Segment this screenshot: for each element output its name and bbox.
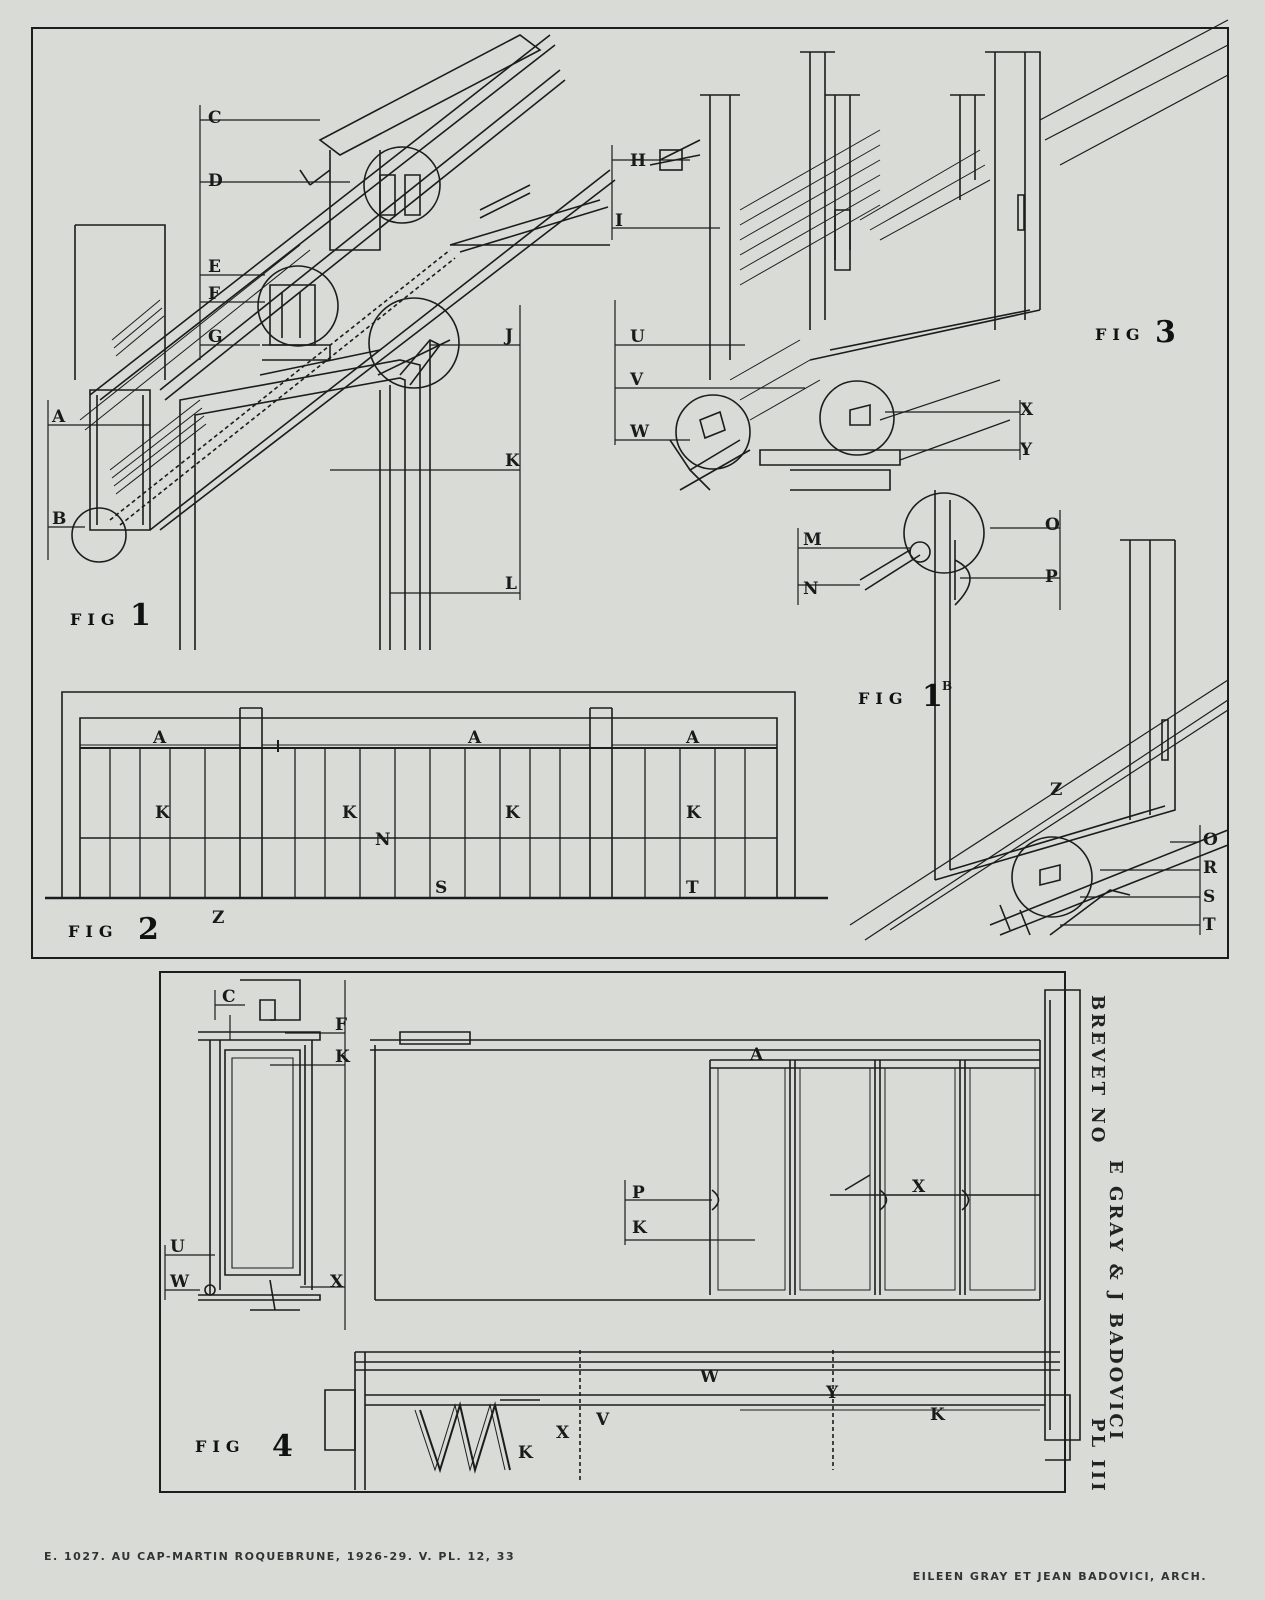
label-fig1b-R: R <box>1203 858 1218 878</box>
label-fig2-K2: K <box>342 803 358 823</box>
fig1b-labels: M N O P Z O R S T FIG 1 B <box>803 515 1218 935</box>
label-fig4-K-plan1: K <box>518 1443 534 1463</box>
plate-number-stencil: PL III <box>1087 1418 1108 1494</box>
fig2-drawing <box>45 691 828 900</box>
label-fig2-A3: A <box>685 728 700 748</box>
fig3-title: FIG <box>1095 325 1146 344</box>
label-fig1-F: F <box>208 284 220 304</box>
label-fig1-C: C <box>208 108 222 128</box>
label-fig1-D: D <box>208 171 223 191</box>
label-fig4-W: W <box>169 1272 190 1292</box>
label-fig2-K3: K <box>505 803 521 823</box>
label-fig4-C: C <box>222 987 236 1007</box>
label-fig4-V-plan: V <box>595 1410 610 1430</box>
fig4-number: 4 <box>272 1429 293 1464</box>
fig3-drawing <box>449 19 1229 491</box>
label-fig4-X-plan: X <box>556 1423 570 1443</box>
fig2-labels: A A A K K K K N S T Z FIG 2 <box>68 728 702 947</box>
label-fig3-H: H <box>630 151 646 171</box>
fig1b-number: 1 <box>922 679 943 714</box>
label-fig3-W: W <box>629 422 650 442</box>
fig4-elevation-drawing <box>370 989 1081 1441</box>
label-fig1-L: L <box>505 574 517 594</box>
label-fig2-Z: Z <box>212 908 224 928</box>
label-fig3-I: I <box>615 211 623 231</box>
label-fig1b-Z: Z <box>1050 780 1062 800</box>
fig4-elevation-labels: A P K X <box>632 1045 926 1238</box>
label-fig1b-O-top: O <box>1045 515 1060 535</box>
fig4-title: FIG <box>195 1437 246 1456</box>
fig2-title: FIG <box>68 922 119 941</box>
label-fig2-S: S <box>435 878 447 898</box>
label-fig2-A1: A <box>152 728 167 748</box>
label-fig3-V: V <box>629 370 644 390</box>
fig1-title: FIG <box>70 610 121 629</box>
label-fig1b-M: M <box>803 530 822 550</box>
label-fig4-W-plan: W <box>699 1367 720 1387</box>
label-fig2-A2: A <box>467 728 482 748</box>
fig4-plan-labels: W Y X V K K FIG 4 <box>195 1367 946 1464</box>
label-fig1b-N: N <box>803 579 819 599</box>
fig1b-title: FIG <box>858 689 909 708</box>
label-fig4-K-elev: K <box>632 1218 648 1238</box>
label-fig4-U: U <box>170 1237 185 1257</box>
fig1b-suffix: B <box>942 679 952 693</box>
fig2-number: 2 <box>138 912 159 947</box>
label-fig3-Y: Y <box>1019 440 1033 460</box>
fig1-number: 1 <box>130 598 151 633</box>
fig1-labels: C D E F G A B J K L FIG 1 <box>51 108 521 633</box>
fig3-labels: H I U V W X Y FIG 3 <box>615 151 1176 460</box>
upper-frame <box>31 27 1229 959</box>
label-fig2-K1: K <box>155 803 171 823</box>
lower-frame <box>159 971 1066 1493</box>
label-fig1-E: E <box>208 257 221 277</box>
label-fig4-K-plan2: K <box>930 1405 946 1425</box>
brevet-stencil: BREVET NO <box>1087 995 1108 1145</box>
label-fig4-F: F <box>335 1015 347 1035</box>
label-fig2-T: T <box>686 878 699 898</box>
label-fig1-B: B <box>52 509 66 529</box>
fig4-section-drawing <box>164 979 346 1330</box>
label-fig1-A: A <box>51 407 66 427</box>
label-fig1b-T: T <box>1203 915 1216 935</box>
label-fig4-K-section: K <box>335 1047 351 1067</box>
fig3-number: 3 <box>1155 315 1176 350</box>
label-fig3-U: U <box>630 327 645 347</box>
fig4-plan-drawing <box>324 1350 1071 1490</box>
label-fig4-X-elev: X <box>912 1177 926 1197</box>
label-fig2-N: N <box>375 830 391 850</box>
label-fig2-K4: K <box>686 803 702 823</box>
label-fig4-X-section: X <box>330 1272 344 1292</box>
label-fig3-X: X <box>1020 400 1034 420</box>
label-fig1b-O: O <box>1203 830 1218 850</box>
label-fig1b-P: P <box>1045 567 1058 587</box>
fig4-section-labels: C F K U W X <box>169 987 351 1292</box>
label-fig1-K: K <box>505 451 521 471</box>
caption-right: EILEEN GRAY ET JEAN BADOVICI, ARCH. <box>912 1570 1207 1583</box>
label-fig1-J: J <box>503 326 513 346</box>
authors-stencil: E GRAY & J BADOVICI <box>1105 1160 1126 1442</box>
label-fig1-G: G <box>208 327 223 347</box>
label-fig4-A: A <box>749 1045 764 1065</box>
label-fig1b-S: S <box>1203 887 1215 907</box>
fig1b-drawing <box>797 490 1229 941</box>
fig1-drawing <box>47 34 616 650</box>
caption-left: E. 1027. AU CAP-MARTIN ROQUEBRUNE, 1926-… <box>44 1550 516 1563</box>
label-fig4-Y-plan: Y <box>825 1383 839 1403</box>
label-fig4-P: P <box>632 1183 645 1203</box>
